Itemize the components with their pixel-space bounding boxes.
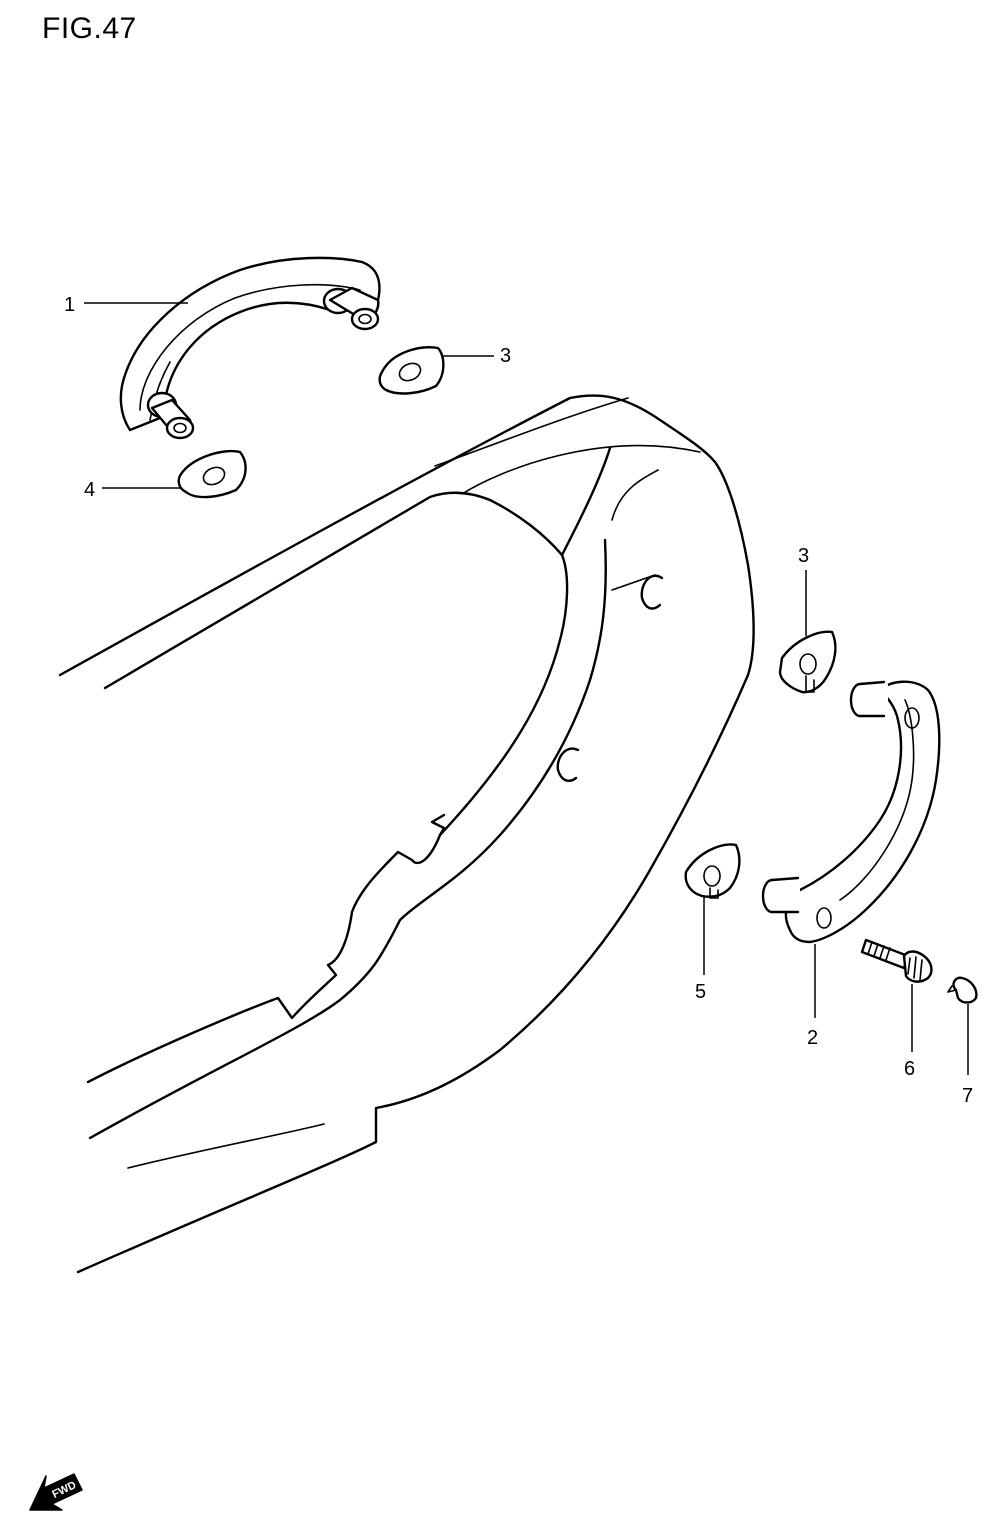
callout-4: 4 <box>84 479 95 501</box>
seat-cowl <box>58 394 755 1274</box>
callout-3b: 3 <box>798 545 809 567</box>
grab-handle-left <box>119 256 381 440</box>
callout-2: 2 <box>807 1027 818 1049</box>
callout-labels: 1 3 4 3 5 2 6 7 <box>64 294 973 1107</box>
callout-5: 5 <box>695 981 706 1003</box>
callout-6: 6 <box>904 1058 915 1080</box>
cap <box>947 976 978 1004</box>
forward-direction-badge: FWD <box>29 1473 83 1511</box>
callout-7: 7 <box>962 1085 973 1107</box>
washer-right-lower <box>684 843 741 899</box>
washer-left <box>177 449 247 499</box>
grab-handle-right <box>761 680 941 944</box>
callout-3a: 3 <box>500 345 511 367</box>
forward-arrow-icon <box>29 1473 83 1511</box>
callout-1: 1 <box>64 294 75 316</box>
washer-right-upper <box>778 630 837 694</box>
washer-upper <box>378 346 445 395</box>
figure-title: FIG.47 <box>42 12 137 45</box>
leader-lines <box>84 302 969 1075</box>
bolt <box>860 938 933 983</box>
